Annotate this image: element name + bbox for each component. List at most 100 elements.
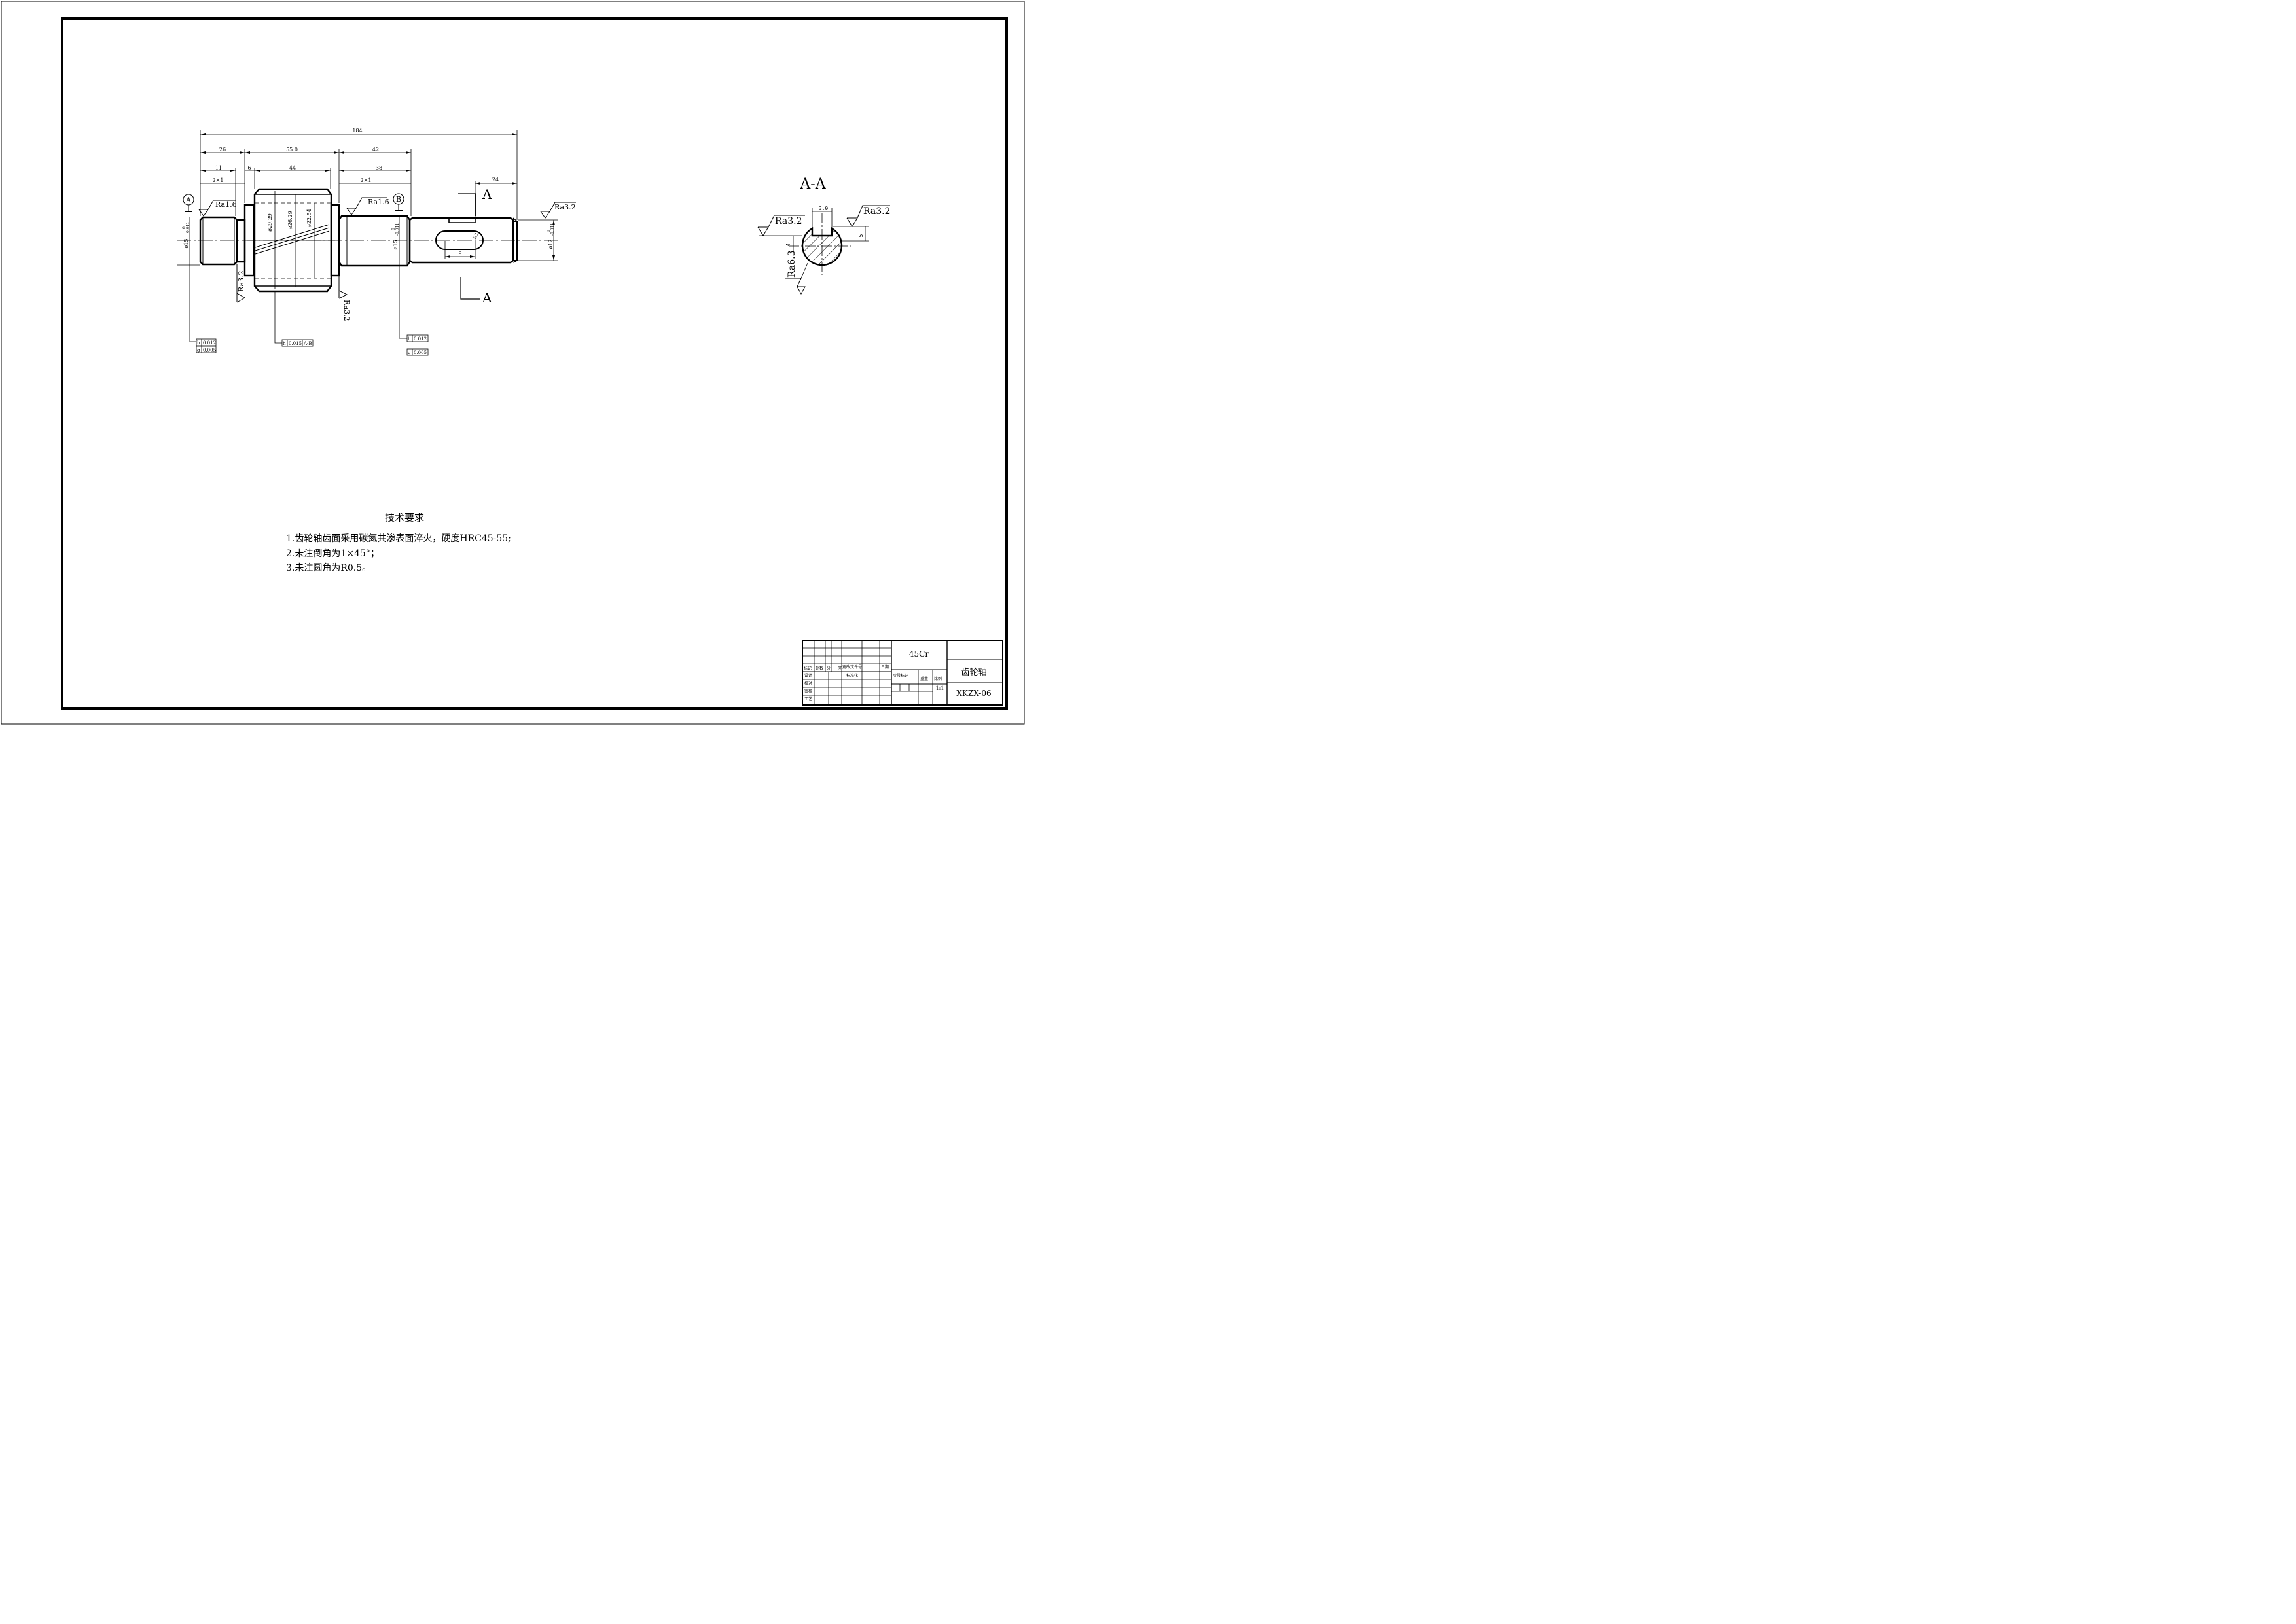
tol-gear-sym-h: h bbox=[283, 341, 286, 346]
tol-frame-right-1 bbox=[406, 334, 429, 342]
tolerance-frames: h 0.012 g 0.005 h 0.015 A-B h 0.012 g 0.… bbox=[196, 334, 429, 356]
helix-line-2 bbox=[255, 227, 330, 251]
arrow bbox=[512, 133, 517, 135]
tech-req-item-3: 3.未注圆角为R0.5。 bbox=[286, 563, 371, 573]
keyway-notch bbox=[448, 218, 476, 223]
tb-drawing-no: XKZX-06 bbox=[956, 689, 991, 698]
section-a-a: A-A 3.0 5 4 Ra3.2 Ra3.2 Ra6.3 bbox=[757, 176, 890, 295]
dim-key-radius: R3 bbox=[472, 232, 480, 240]
technical-requirements: 技术要求 1.齿轮轴齿面采用碳氮共渗表面淬火，硬度HRC45-55; 2.未注倒… bbox=[286, 512, 511, 573]
arrow bbox=[200, 170, 206, 172]
roughness-texts: Ra1.6 Ra1.6 Ra3.2 Ra3.2 Ra3.2 bbox=[215, 198, 576, 321]
tb-h-jiaodui: 校对 bbox=[804, 681, 812, 686]
arrow bbox=[552, 220, 555, 225]
arrow bbox=[512, 182, 517, 185]
tol-right-sym-g: g bbox=[408, 350, 411, 355]
datum-a-label: A bbox=[185, 196, 192, 204]
dimension-texts: 184 26 55.0 42 11 6 44 38 2×1 2×1 24 9 R… bbox=[182, 128, 555, 257]
tb-h-zhongliang: 重量 bbox=[920, 676, 928, 681]
arrow bbox=[339, 170, 344, 172]
cut-label-bottom: A bbox=[482, 290, 492, 306]
tol-left-sym-g: g bbox=[197, 348, 200, 353]
tb-h-riqi: 日期 bbox=[881, 664, 889, 670]
datum-a: A bbox=[183, 194, 194, 212]
tol-right-sym-h: h bbox=[408, 336, 411, 342]
tb-h-sheji: 设计 bbox=[804, 673, 812, 678]
leader-gear bbox=[274, 291, 282, 344]
middle-journal bbox=[338, 215, 411, 267]
cut-marker-bottom bbox=[460, 277, 480, 300]
dim-6: 6 bbox=[247, 165, 251, 171]
dim-44: 44 bbox=[289, 165, 296, 171]
leader-left bbox=[189, 264, 196, 342]
title-block-frame bbox=[802, 640, 1003, 706]
outer-border bbox=[1, 1, 1025, 725]
cut-marker-top bbox=[458, 193, 476, 216]
tol-frame-left-2 bbox=[196, 346, 217, 353]
dim-d-left-tol-lower: -0.011 bbox=[186, 222, 190, 234]
helix-line-1 bbox=[255, 224, 330, 248]
arrow bbox=[325, 170, 331, 172]
engineering-drawing: 184 26 55.0 42 11 6 44 38 2×1 2×1 24 9 R… bbox=[1, 1, 1025, 725]
tb-h-shenhe: 审核 bbox=[804, 689, 812, 694]
sec-rough-bottom-mark bbox=[785, 278, 806, 295]
tol-gear-ref: A-B bbox=[303, 341, 312, 346]
tb-h-biaozhunhua: 标准化 bbox=[846, 673, 858, 678]
tol-left-sym-h: h bbox=[197, 340, 200, 346]
dim-184: 184 bbox=[352, 128, 362, 134]
tb-part-name: 齿轮轴 bbox=[961, 668, 986, 677]
arrow bbox=[552, 255, 555, 261]
roughness-gear-mark bbox=[338, 264, 348, 299]
arrow bbox=[230, 170, 236, 172]
end-chamfer-bottom bbox=[512, 260, 518, 263]
roughness-left-lower-ra32: Ra3.2 bbox=[237, 270, 245, 292]
shaft-main-view bbox=[177, 188, 560, 293]
dim-d-end-tol-upper: 0 bbox=[547, 230, 551, 232]
dim-42: 42 bbox=[372, 147, 379, 153]
dim-d-mid-tol-lower: -0.011 bbox=[395, 223, 400, 236]
arrow bbox=[339, 151, 344, 154]
dim-d-left: ø15 bbox=[183, 239, 189, 249]
title-block bbox=[802, 640, 1003, 706]
dim-55: 55.0 bbox=[286, 147, 298, 153]
tb-h-fenqu: 分 bbox=[827, 666, 831, 671]
datum-b-label: B bbox=[396, 195, 401, 204]
tol-frame-left-1 bbox=[196, 338, 217, 346]
dim-d-mid-tol-upper: 0 bbox=[391, 228, 396, 230]
section-body bbox=[801, 226, 843, 266]
helix-line-3 bbox=[255, 230, 330, 255]
dim-d-left-tol-upper: 0 bbox=[182, 226, 187, 229]
tol-gear-runout: 0.015 bbox=[289, 341, 302, 346]
dim-chamfer-left: 2×1 bbox=[213, 177, 224, 183]
section-cut-markers bbox=[458, 193, 480, 300]
tb-h-jieduan: 阶段标记 bbox=[893, 673, 908, 678]
roughness-right-ra32: Ra3.2 bbox=[554, 203, 576, 211]
tb-h-qu: 区 bbox=[838, 666, 842, 671]
dim-d-mid: ø15 bbox=[393, 240, 399, 250]
sec-dim-5: 5 bbox=[858, 234, 864, 237]
left-shoulder bbox=[236, 219, 246, 263]
roughness-gear-ra32: Ra3.2 bbox=[342, 300, 351, 321]
arrow bbox=[406, 170, 411, 172]
arrow bbox=[445, 255, 450, 258]
tech-req-item-2: 2.未注倒角为1×45°； bbox=[286, 549, 380, 559]
tb-material: 45Cr bbox=[909, 649, 929, 659]
dim-chamfer-right: 2×1 bbox=[361, 177, 372, 183]
tol-frame-right-2 bbox=[406, 348, 429, 356]
roughness-left-lower-mark bbox=[236, 264, 245, 303]
dim-d-end-tol-lower: -0.011 bbox=[550, 223, 555, 236]
arrow bbox=[470, 255, 475, 258]
tol-frame-gear bbox=[281, 339, 314, 347]
drawing-frame bbox=[61, 17, 1008, 710]
arrow bbox=[245, 151, 250, 154]
dim-9: 9 bbox=[458, 251, 461, 257]
arrow bbox=[255, 170, 260, 172]
left-journal bbox=[199, 216, 238, 266]
datum-b: B bbox=[393, 193, 404, 211]
dim-d-tip: ø29.29 bbox=[267, 213, 273, 232]
tb-h-gongyi: 工艺 bbox=[804, 696, 812, 702]
sec-rough-left: Ra3.2 bbox=[775, 216, 802, 226]
title-block-texts: 45Cr 齿轮轴 XKZX-06 标记 处数 分 区 更改文件号 日期 设计 标… bbox=[804, 649, 992, 702]
arrow bbox=[334, 151, 339, 154]
section-title: A-A bbox=[799, 176, 826, 192]
